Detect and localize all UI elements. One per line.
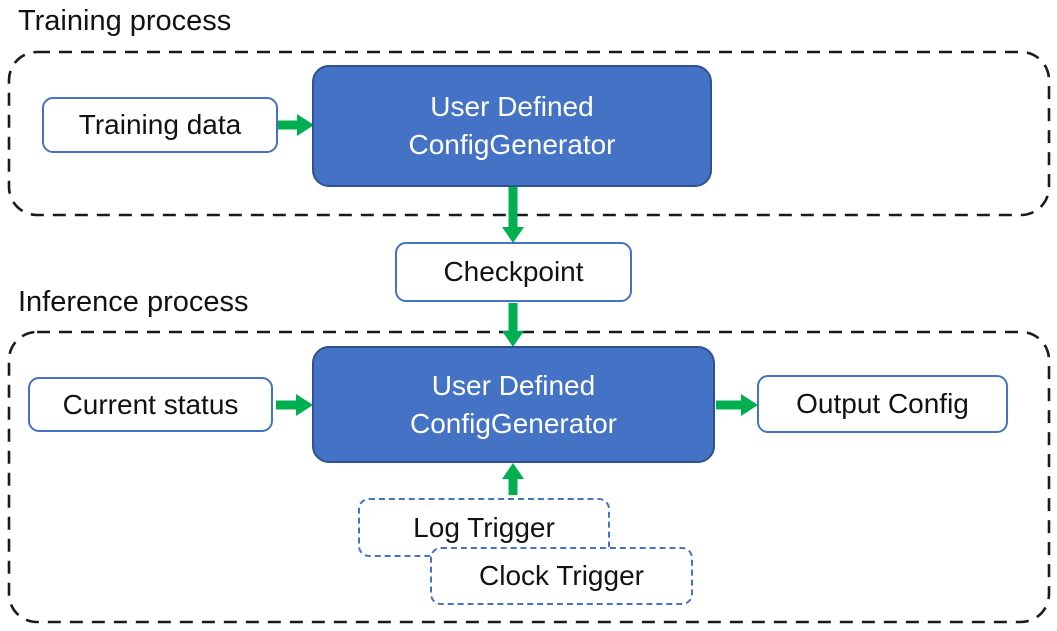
arrow-down-generator-to-checkpoint-icon [502,186,524,243]
output-config-label: Output Config [796,388,969,419]
training-process-container [7,50,1051,217]
output-config-node: Output Config [757,375,1008,433]
log-trigger-label: Log Trigger [413,511,555,543]
user-defined-configgenerator-training-node: User Defined ConfigGenerator [312,65,712,187]
arrow-down-checkpoint-to-generator-icon [502,303,524,347]
training-process-title: Training process [18,5,232,37]
inference-process-container [7,330,1051,624]
current-status-label: Current status [62,388,239,420]
arrow-right-current-status-to-generator-icon [276,394,313,416]
arrow-right-generator-to-output-config-icon [716,394,758,416]
training-data-label: Training data [78,109,242,140]
generator-inference-label-line2: ConfigGenerator [409,407,617,439]
inference-process-title: Inference process [18,286,249,318]
log-trigger-node: Log Trigger [358,498,610,557]
generator-inference-label-line1: User Defined [431,369,596,401]
checkpoint-label: Checkpoint [443,256,584,287]
clock-trigger-node: Clock Trigger [430,547,693,605]
training-data-node: Training data [42,97,278,153]
current-status-node: Current status [28,377,273,432]
arrow-up-triggers-to-generator-icon [502,463,524,495]
arrow-right-training-data-to-generator-icon [277,114,314,136]
checkpoint-node: Checkpoint [395,242,632,302]
generator-training-label-line2: ConfigGenerator [408,129,616,160]
generator-training-label-line1: User Defined [430,91,594,123]
clock-trigger-label: Clock Trigger [479,560,644,591]
user-defined-configgenerator-inference-node: User Defined ConfigGenerator [312,346,715,463]
